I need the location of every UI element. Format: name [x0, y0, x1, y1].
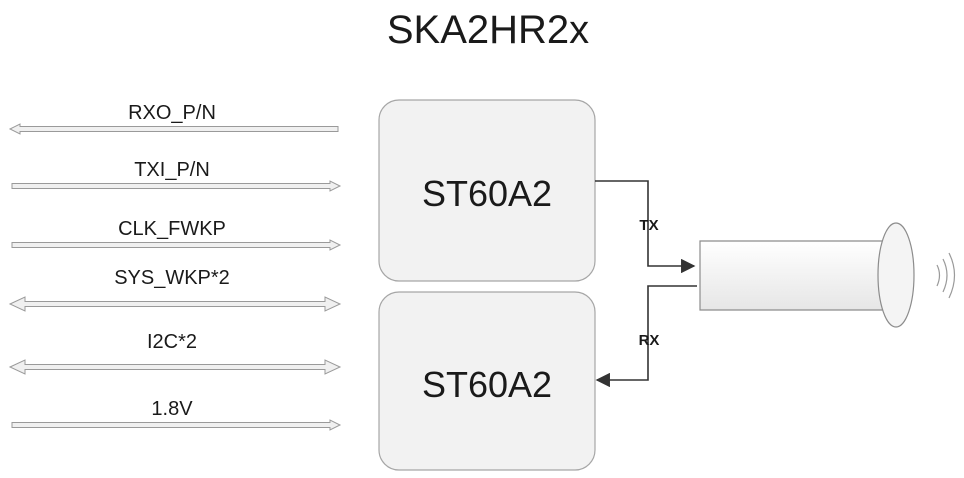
signal-label-clk: CLK_FWKP: [118, 218, 226, 240]
signal-label-1v8: 1.8V: [151, 398, 193, 420]
arrow-both-syswkp: [8, 296, 342, 312]
chip-bottom: ST60A2: [378, 291, 596, 471]
signal-group-0: RXO_P/N: [8, 102, 339, 135]
diagram-title: SKA2HR2x: [387, 8, 589, 52]
arrow-right-clk: [11, 239, 342, 251]
chip-top: ST60A2: [378, 99, 596, 282]
signal-group-4: I2C*2: [8, 331, 342, 375]
chip-top-label: ST60A2: [422, 173, 552, 214]
signal-label-i2c: I2C*2: [147, 331, 197, 353]
wireless-wave-icon: [936, 252, 956, 299]
signal-group-5: 1.8V: [11, 398, 342, 431]
arrow-right-txi: [11, 180, 342, 192]
signal-label-txi: TXI_P/N: [134, 159, 210, 181]
chip-bottom-box: [378, 291, 596, 471]
connector-end-cap: [877, 222, 915, 328]
chip-bottom-label: ST60A2: [422, 364, 552, 405]
tx-link-label: TX: [639, 217, 658, 234]
signal-group-3: SYS_WKP*2: [8, 267, 342, 312]
arrow-left-rxo: [8, 123, 339, 135]
connector-body: [699, 240, 897, 311]
rx-link-line: [595, 285, 697, 388]
arrow-both-i2c: [8, 359, 342, 375]
tx-link-line: [595, 180, 696, 274]
chip-top-box: [378, 99, 596, 282]
signal-label-rxo: RXO_P/N: [128, 102, 216, 124]
signal-group-2: CLK_FWKP: [11, 218, 342, 251]
signal-label-syswkp: SYS_WKP*2: [114, 267, 230, 289]
rx-link-label: RX: [639, 332, 660, 349]
signal-group-1: TXI_P/N: [11, 159, 342, 192]
arrow-right-1v8: [11, 419, 342, 431]
connector-cylinder: [699, 222, 915, 328]
